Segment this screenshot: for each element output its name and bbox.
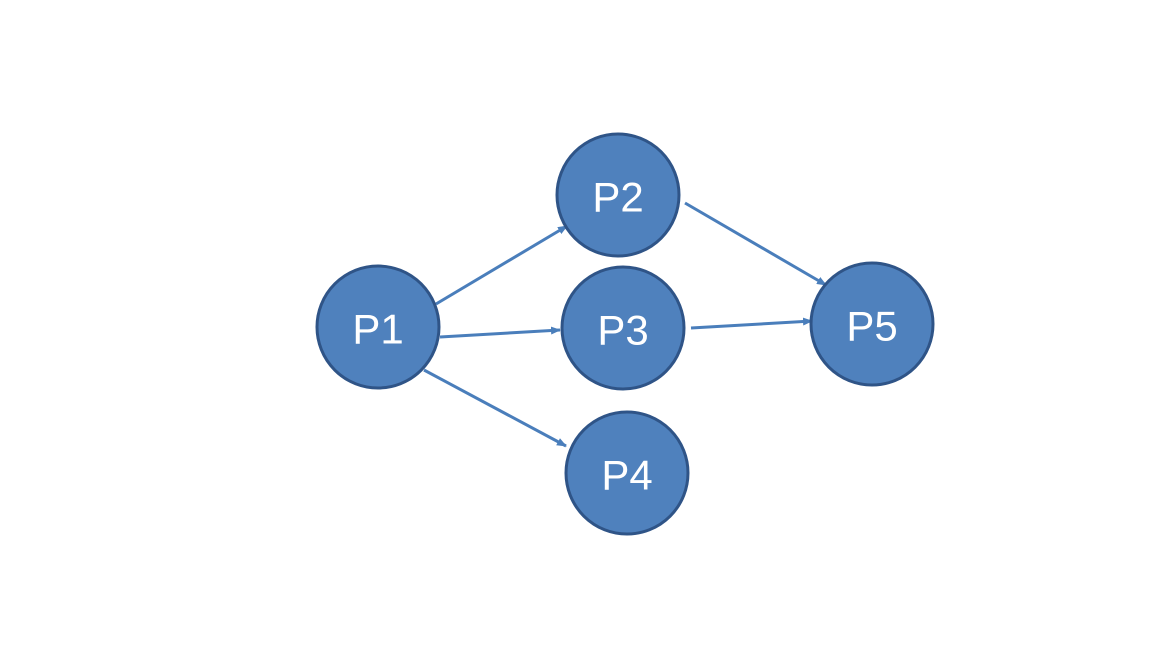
node-p5-circle — [809, 261, 935, 387]
nodes-layer: P1 P2 P3 P4 P5 — [315, 132, 935, 536]
node-p2-label: P2 — [592, 174, 643, 221]
edge-p1-p4 — [423, 368, 567, 448]
edge-p3-p5 — [690, 317, 813, 330]
node-p1-label: P1 — [352, 306, 403, 353]
node-p4-label: P4 — [601, 452, 652, 499]
node-p2: P2 — [555, 132, 681, 258]
node-p4: P4 — [564, 410, 690, 536]
node-p3: P3 — [560, 265, 686, 391]
edge-p1-p2 — [435, 224, 568, 306]
edge-p1-p3 — [439, 326, 561, 339]
node-p1: P1 — [315, 264, 441, 390]
edge-p2-p5 — [684, 201, 827, 287]
edges-layer — [423, 201, 827, 448]
node-p5-label: P5 — [846, 303, 897, 350]
node-p1-circle — [315, 264, 441, 390]
node-p3-label: P3 — [597, 307, 648, 354]
node-p3-circle — [560, 265, 686, 391]
node-p4-circle — [564, 410, 690, 536]
node-p2-circle — [555, 132, 681, 258]
node-p5: P5 — [809, 261, 935, 387]
